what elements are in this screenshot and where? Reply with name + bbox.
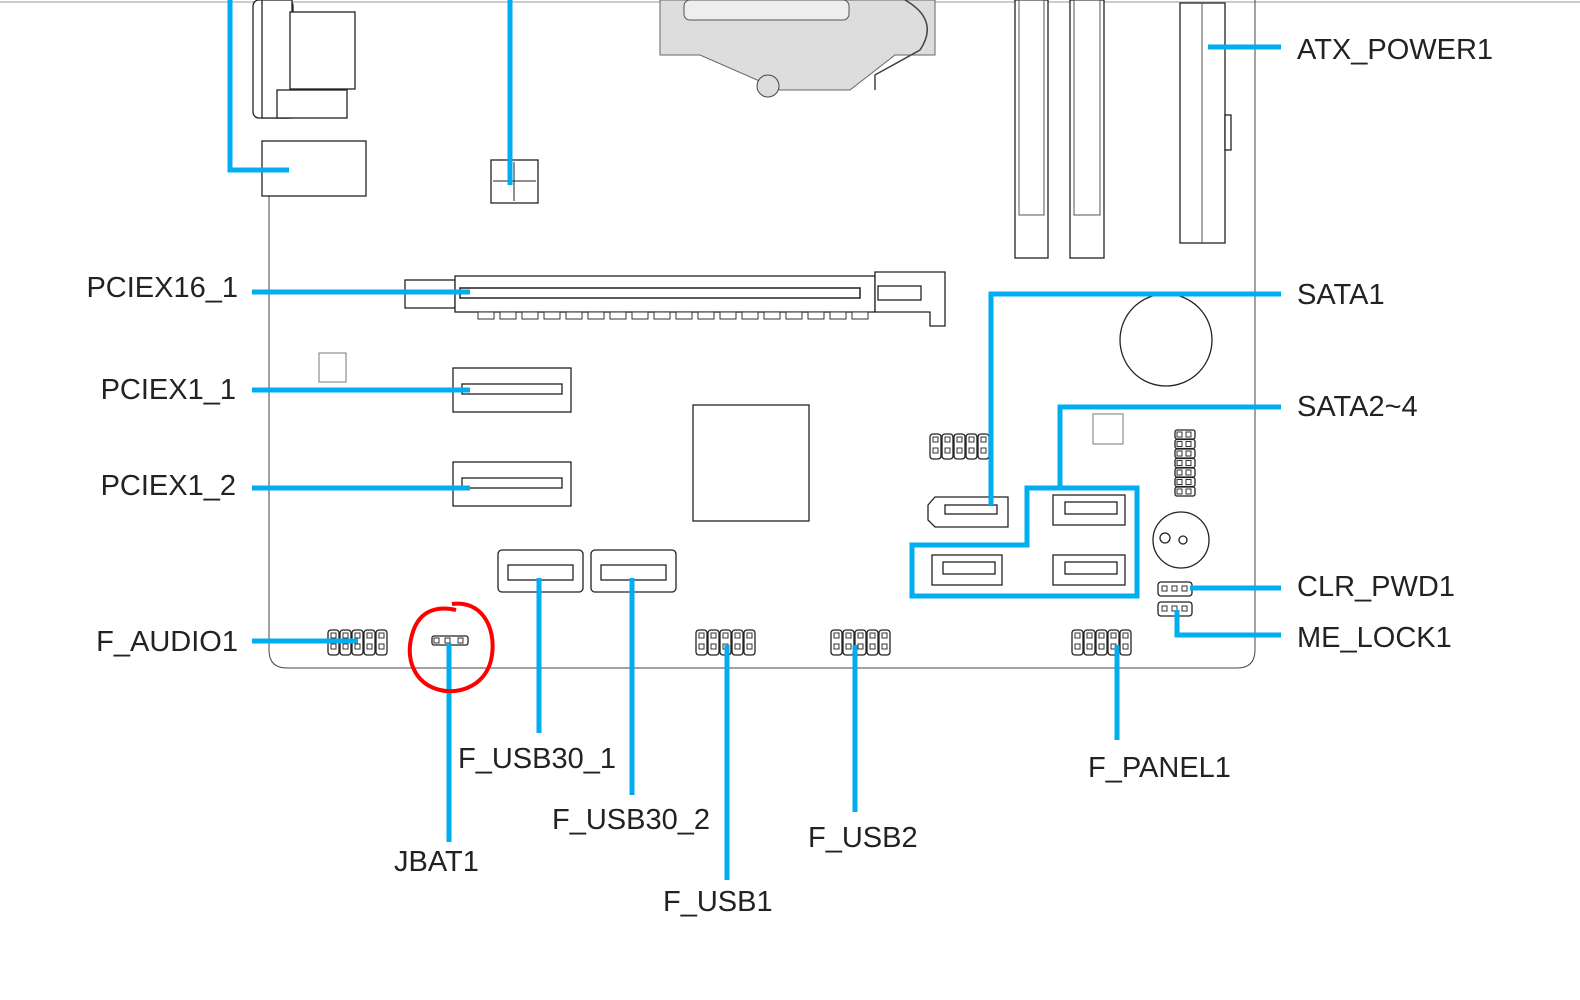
header-near-chipset — [929, 433, 990, 460]
sata4-connector — [1052, 554, 1126, 586]
leader-rear-io — [227, 0, 289, 173]
rear-io-ports — [252, 0, 367, 197]
label-pciex16-1: PCIEX16_1 — [86, 272, 238, 304]
sata3-connector — [931, 554, 1003, 586]
me-lock1-jumper — [1157, 601, 1193, 617]
vertical-header — [1174, 429, 1196, 497]
jbat-highlight-circle — [407, 601, 495, 694]
f-usb2-header — [830, 629, 891, 656]
label-clr-pwd: CLR_PWD1 — [1297, 571, 1455, 603]
dimm-slots — [1014, 0, 1105, 259]
label-f-usb1: F_USB1 — [663, 886, 773, 918]
label-jbat: JBAT1 — [394, 846, 479, 878]
leader-sata1 — [988, 291, 1281, 505]
clr-pwd1-jumper — [1157, 581, 1193, 597]
f-panel1-header — [1071, 629, 1132, 656]
label-f-panel: F_PANEL1 — [1088, 752, 1231, 784]
small-chip-2 — [1092, 413, 1124, 445]
chipset — [692, 404, 810, 522]
board-outline — [268, 0, 1256, 669]
pcie-x1-slot-2 — [452, 461, 572, 507]
label-f-usb30-2: F_USB30_2 — [552, 804, 710, 836]
cpu-power-connector — [490, 159, 539, 204]
buzzer — [1152, 511, 1210, 569]
leader-lines — [227, 0, 1281, 880]
label-pciex1-2: PCIEX1_2 — [101, 470, 236, 502]
leader-sata2-4 — [1057, 404, 1281, 488]
leader-me-lock — [1174, 610, 1281, 638]
label-f-usb30-1: F_USB30_1 — [458, 743, 616, 775]
pcie-x1-slot-1 — [452, 367, 572, 413]
jbat1-jumper — [431, 635, 469, 646]
small-chip — [318, 352, 347, 383]
label-atx-power: ATX_POWER1 — [1297, 34, 1493, 66]
sata2-4-group-box — [909, 485, 1140, 599]
f-usb30-2-connector — [590, 549, 677, 593]
label-sata2-4: SATA2~4 — [1297, 391, 1418, 423]
cpu-socket — [659, 0, 936, 98]
label-f-audio: F_AUDIO1 — [96, 626, 238, 658]
label-pciex1-1: PCIEX1_1 — [101, 374, 236, 406]
label-sata1: SATA1 — [1297, 279, 1385, 311]
label-me-lock: ME_LOCK1 — [1297, 622, 1452, 654]
atx-power-connector — [1179, 2, 1232, 244]
label-f-usb2: F_USB2 — [808, 822, 918, 854]
sata2-connector — [1052, 494, 1126, 526]
f-usb1-header — [695, 629, 756, 656]
cmos-battery — [1119, 293, 1213, 387]
pcie-x16-slot — [404, 271, 946, 327]
sata1-connector — [927, 496, 1009, 528]
